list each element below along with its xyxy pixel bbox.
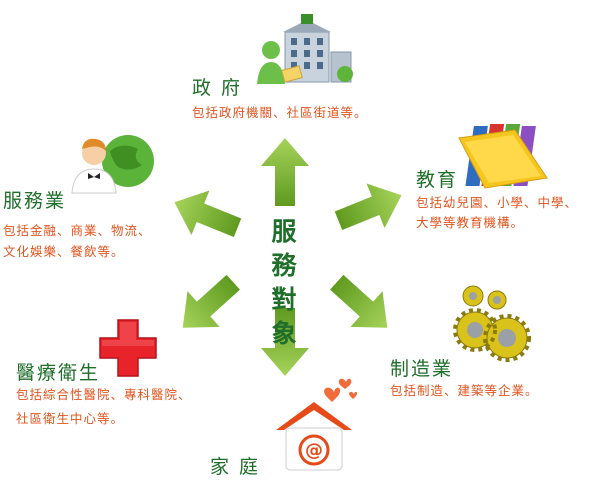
red-cross-icon: [99, 319, 157, 377]
government-building-icon: [257, 14, 353, 84]
center-line-1: 服 務: [271, 217, 309, 280]
center-label: 服 務 對 象: [245, 215, 335, 351]
arrow-lower-right: [330, 274, 388, 328]
arrow-down: [261, 308, 309, 376]
waiter-globe-icon: [71, 135, 154, 194]
svg-text:@: @: [305, 440, 323, 461]
center-line-2: 對 象: [271, 285, 309, 348]
service-desc-1: 包括金融、商業、物流、: [3, 223, 152, 238]
service-title: 服務業: [3, 190, 67, 212]
medical-desc-1: 包括綜合性醫院、專科醫院、: [16, 387, 192, 402]
education-desc-1: 包括幼兒園、小學、中學、: [416, 195, 579, 210]
arrow-upper-left: [174, 190, 242, 238]
home-title: 家 庭: [210, 456, 261, 478]
house-at-icon: @: [276, 378, 358, 471]
arrow-upper-right: [334, 183, 402, 231]
medical-desc-2: 社區衛生中心等。: [16, 411, 125, 426]
arrow-up: [261, 138, 309, 206]
government-title: 政 府: [192, 77, 243, 99]
arrow-lower-left: [182, 274, 240, 328]
government-desc: 包括政府機關、社區街道等。: [192, 105, 368, 120]
education-desc-2: 大學等教育機構。: [416, 215, 525, 230]
manufacturing-desc: 包括制造、建築等企業。: [390, 383, 539, 398]
gears-icon: [453, 285, 531, 362]
manufacturing-title: 制造業: [390, 358, 454, 380]
books-icon: [458, 124, 548, 189]
education-title: 教育: [416, 169, 459, 191]
medical-title: 醫療衛生: [16, 362, 101, 384]
service-desc-2: 文化娛樂、餐飲等。: [3, 244, 125, 259]
